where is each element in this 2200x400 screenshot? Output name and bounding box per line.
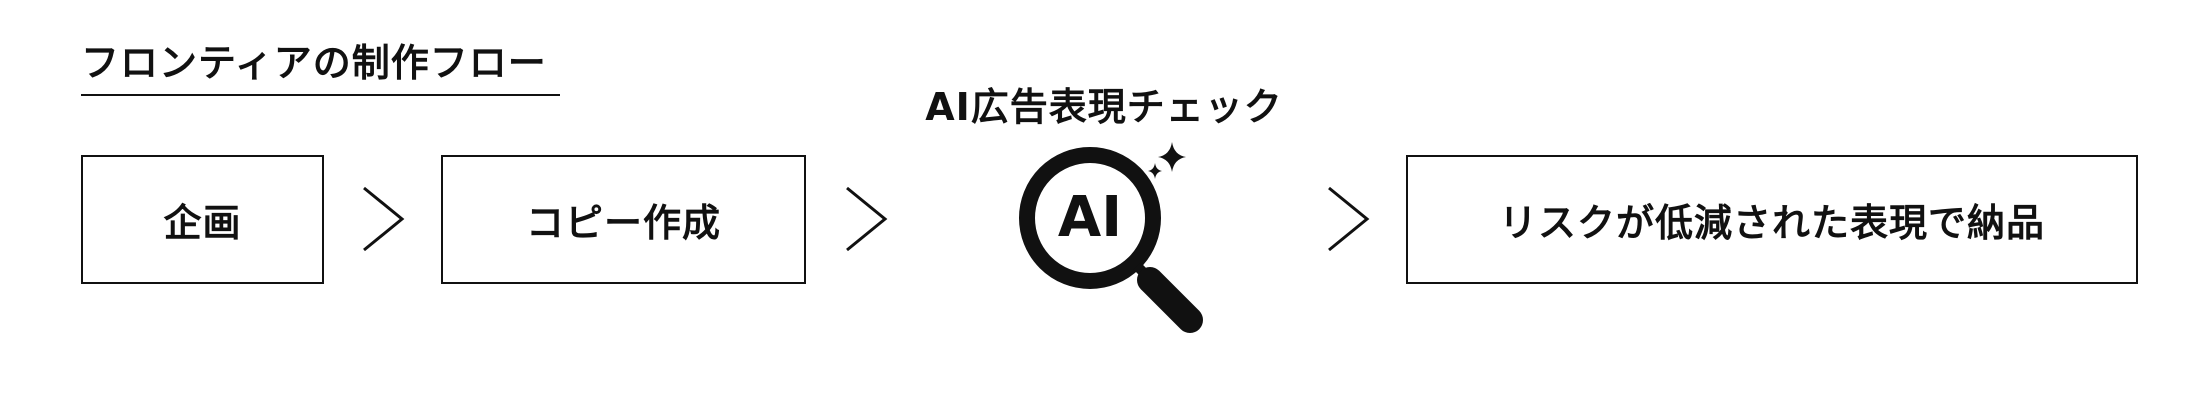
ai-magnifier-icon: AI (1019, 142, 1203, 333)
chevron-right-icon (1328, 186, 1370, 252)
chevron-right-icon (363, 186, 405, 252)
step-plan-box: 企画 (81, 155, 324, 284)
ai-icon-text: AI (1058, 185, 1122, 250)
step-deliver-box: リスクが低減された表現で納品 (1406, 155, 2138, 284)
magnifier-icon (1019, 147, 1203, 333)
step-copy-label: コピー作成 (525, 201, 721, 245)
flow-title: フロンティアの制作フロー (81, 40, 560, 96)
step-plan-label: 企画 (163, 201, 242, 245)
sparkle-icon (1148, 142, 1186, 179)
step-deliver-label: リスクが低減された表現で納品 (1498, 201, 2045, 245)
chevron-right-icon (846, 186, 888, 252)
step-copy-box: コピー作成 (441, 155, 806, 284)
step-ai-check-label: AI広告表現チェック (925, 85, 1283, 129)
